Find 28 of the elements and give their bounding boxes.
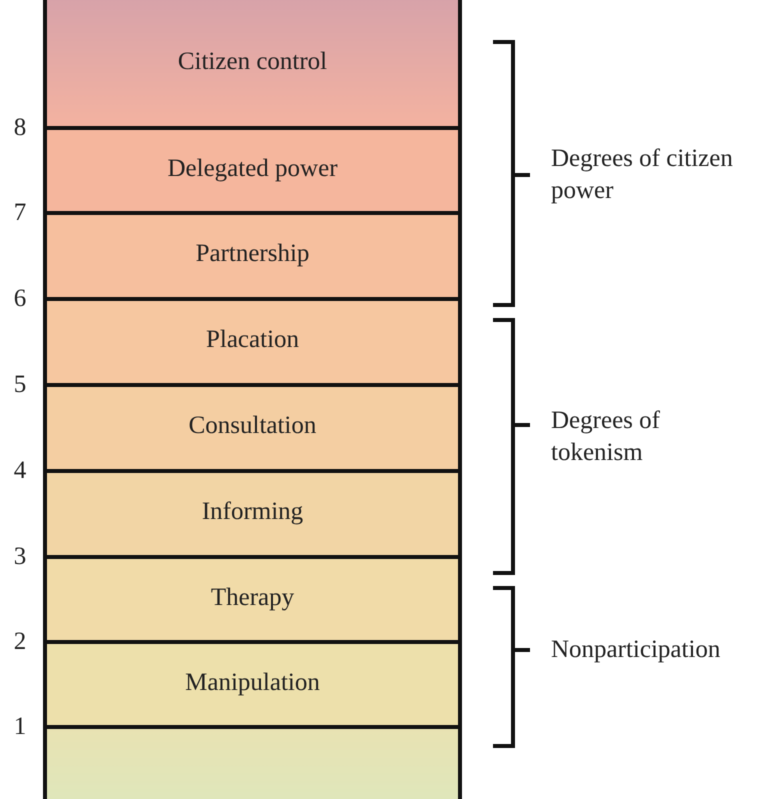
rung-number: 1	[12, 713, 28, 741]
ladder-rung-band	[47, 0, 458, 130]
rung-label: Delegated power	[166, 154, 339, 182]
rung-label: Citizen control	[176, 48, 328, 76]
rung-number: 3	[12, 543, 28, 571]
rung-label: Therapy	[210, 584, 296, 612]
rung-number: 4	[12, 457, 28, 485]
rung-number: 7	[12, 199, 28, 227]
ladder-rung-band	[47, 473, 458, 559]
rung-label: Consultation	[188, 412, 318, 440]
ladder-rung-band	[47, 130, 458, 215]
rung-label: Manipulation	[184, 668, 321, 696]
rung-number: 5	[12, 371, 28, 399]
rung-label: Partnership	[194, 240, 310, 268]
rung-number: 2	[12, 628, 28, 656]
rung-label: Placation	[204, 326, 300, 354]
group-label: Degrees of tokenism	[551, 406, 661, 468]
ladder-rung-band	[47, 729, 458, 799]
ladder-rung-band	[47, 559, 458, 644]
ladder-rung-band	[47, 387, 458, 473]
rung-number: 8	[12, 114, 28, 142]
rung-number: 6	[12, 285, 28, 313]
ladder-rung-band	[47, 644, 458, 729]
rung-label: Informing	[200, 498, 304, 526]
ladder-rung-band	[47, 301, 458, 387]
ladder-rung-band	[47, 215, 458, 301]
group-label: Nonparticipation	[551, 635, 722, 665]
group-label: Degrees of citizen power	[551, 144, 734, 206]
